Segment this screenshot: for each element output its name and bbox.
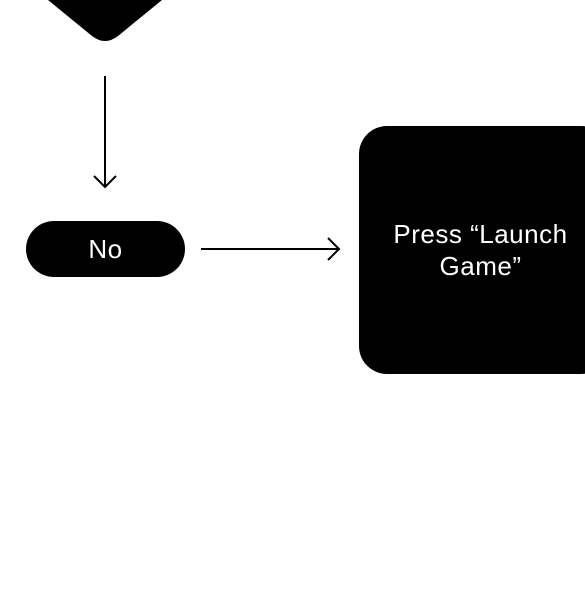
no-terminal: No (26, 221, 185, 277)
launch-game-process: Press “Launch Game” (359, 126, 585, 374)
arrowhead-right-icon (327, 237, 341, 261)
decision-diamond (48, 0, 162, 41)
no-label: No (88, 233, 123, 264)
arrowhead-down-icon (93, 175, 117, 189)
launch-game-label: Press “Launch Game” (393, 219, 568, 281)
